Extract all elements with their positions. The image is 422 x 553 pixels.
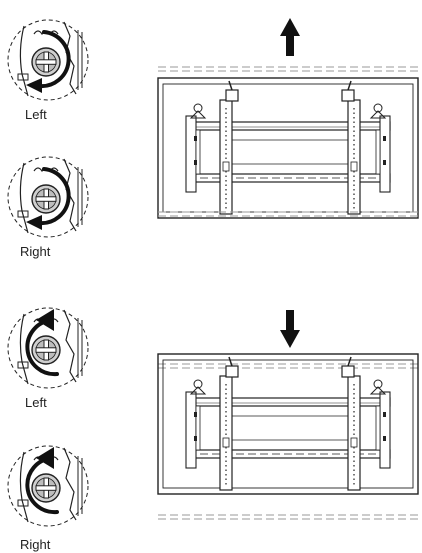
screw-label-left: Left [25, 107, 47, 122]
screw-callout-3 [7, 307, 89, 389]
screw-label-right: Right [20, 537, 51, 552]
screw-label-right: Right [20, 244, 51, 259]
tv-panel-up [157, 66, 422, 219]
arrow-down-icon [280, 310, 300, 348]
screw-callout-1 [7, 19, 89, 101]
screw-callout-2 [7, 156, 89, 238]
screw-label-left: Left [25, 395, 47, 410]
tv-panel-down [157, 353, 422, 520]
arrow-up-icon [280, 18, 300, 56]
screw-callout-4 [7, 445, 89, 527]
